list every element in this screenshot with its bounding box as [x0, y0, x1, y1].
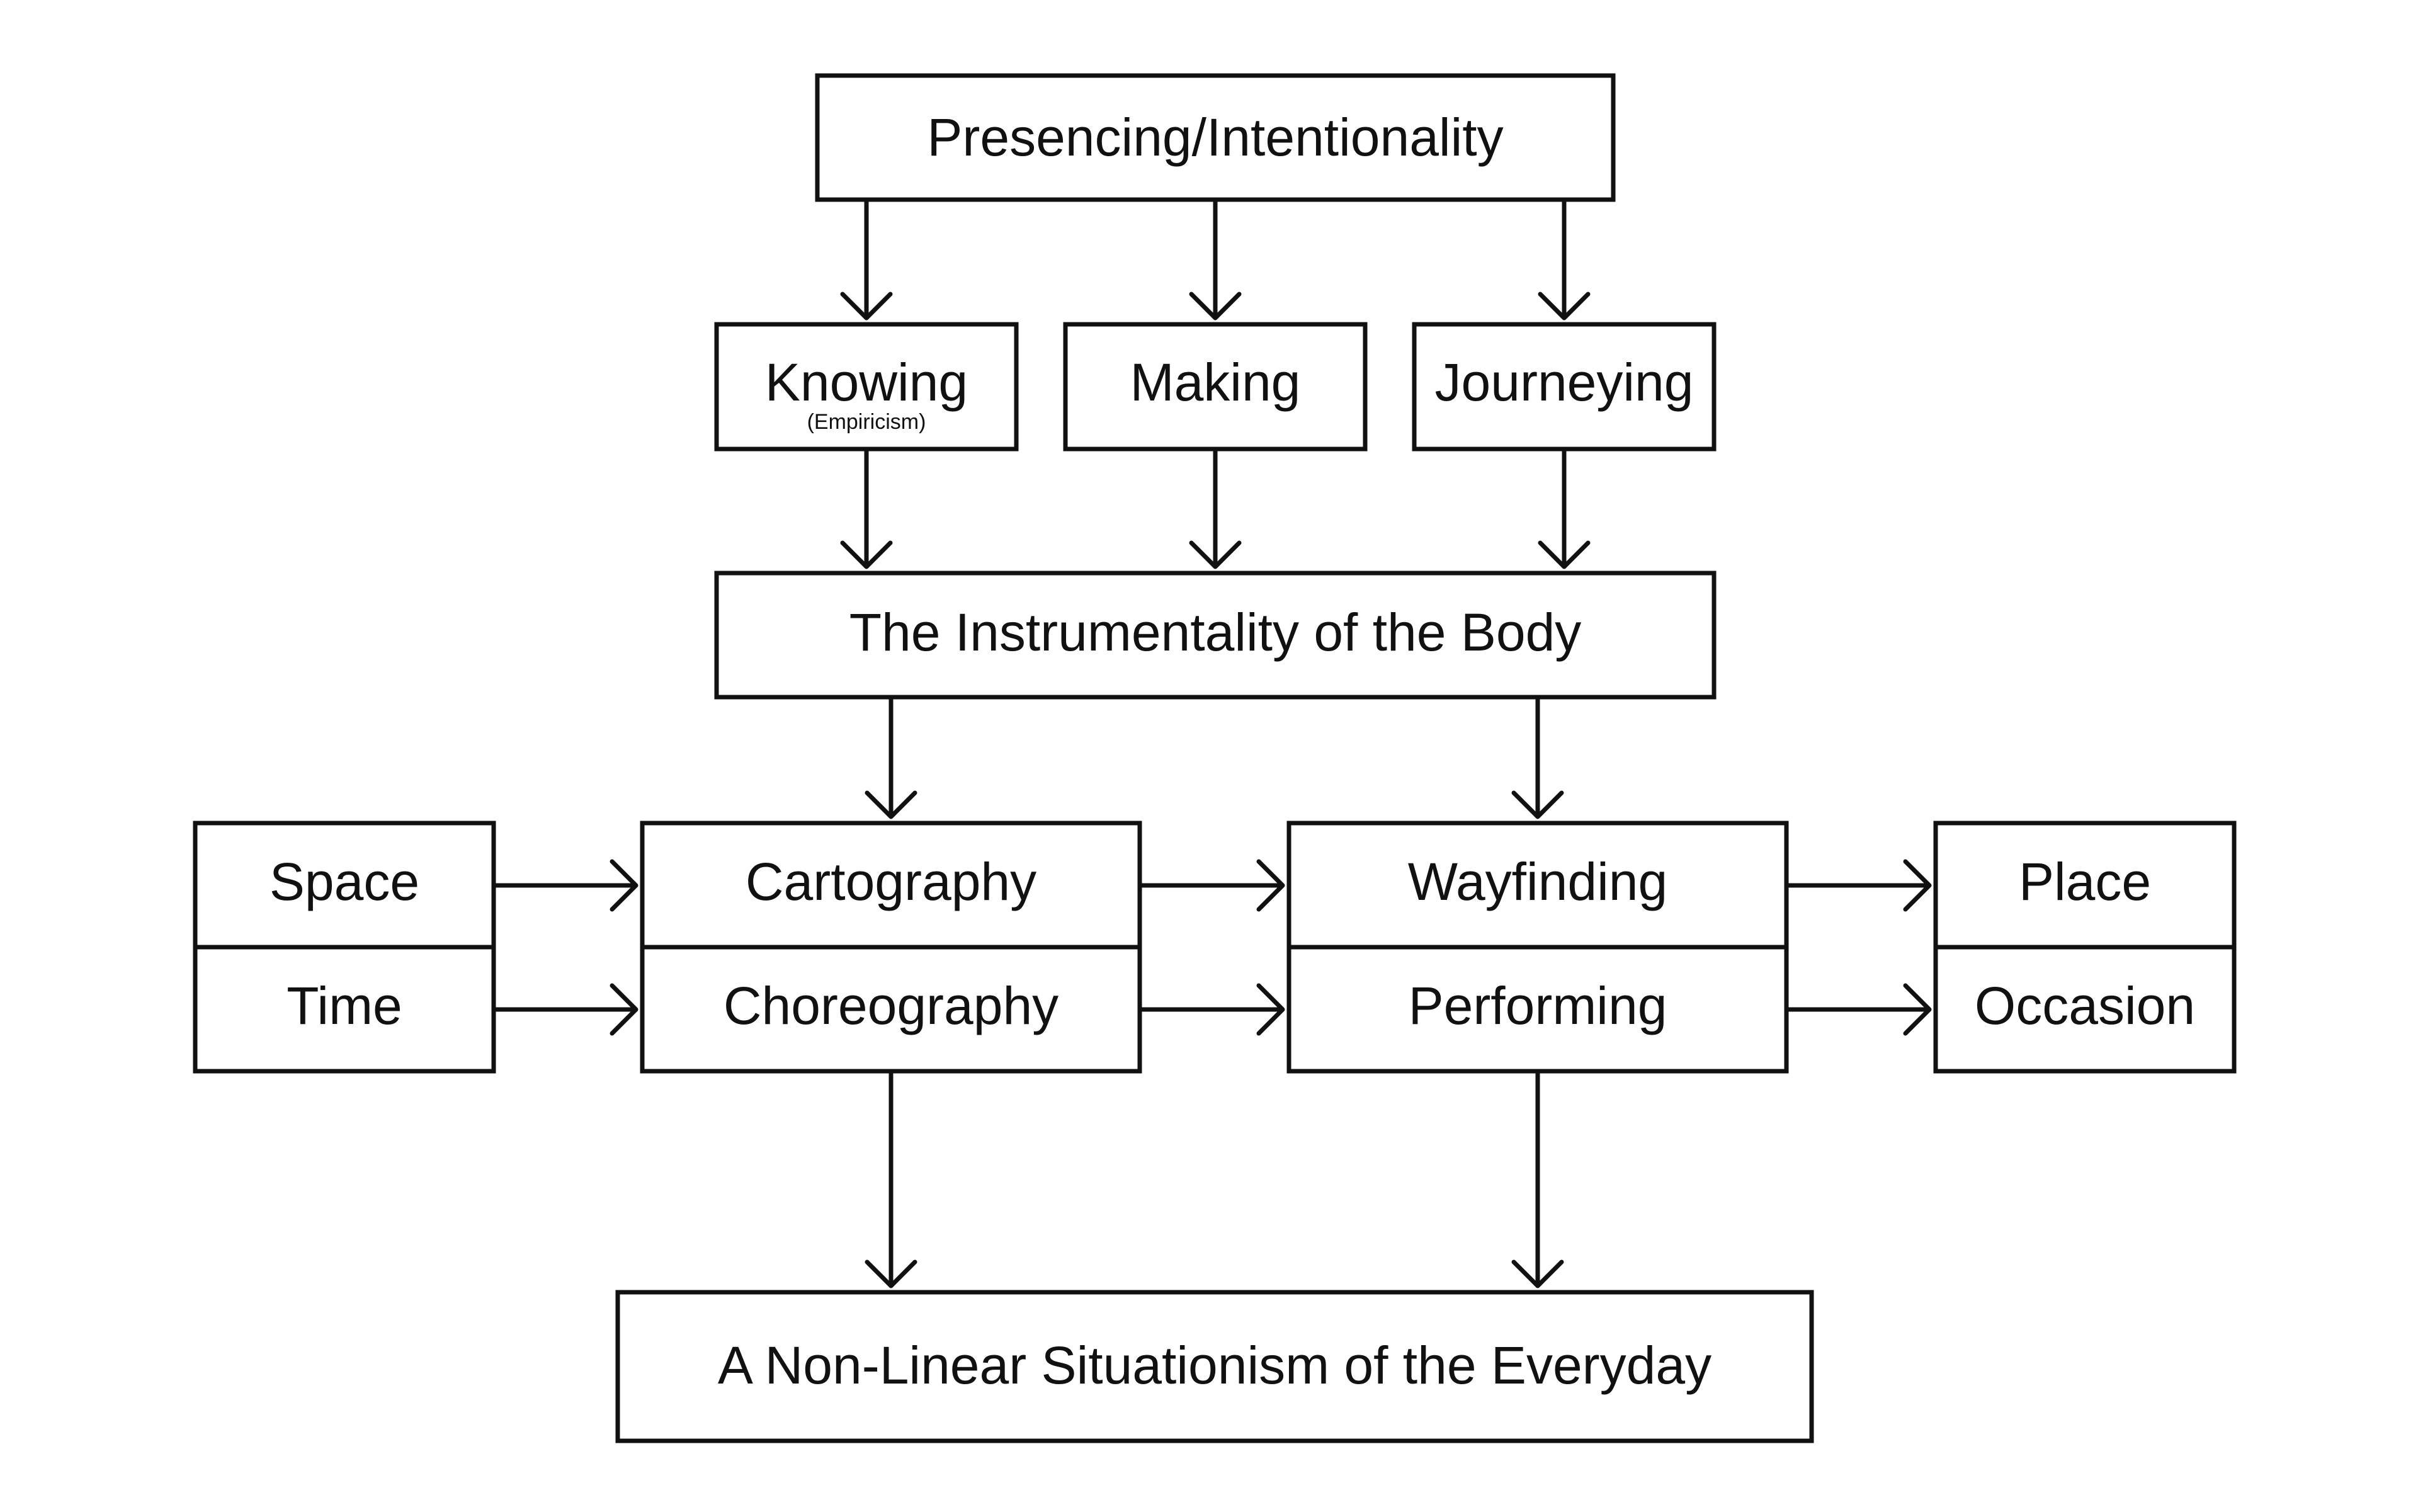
node-instrumentality: The Instrumentality of the Body	[714, 571, 1717, 700]
arrow-presencing-to-making	[1189, 200, 1242, 321]
node-cartography-label: Cartography	[746, 852, 1036, 911]
node-situationism-label: A Non-Linear Situationism of the Everyda…	[718, 1336, 1711, 1395]
node-cartography-choreography: Cartography Choreography	[640, 821, 1142, 1074]
node-performing-label: Performing	[1409, 976, 1667, 1035]
arrow-time-to-choreography	[494, 983, 639, 1036]
node-presencing-label: Presencing/Intentionality	[927, 108, 1503, 167]
node-making: Making	[1063, 322, 1368, 452]
arrow-choreography-to-performing	[1140, 983, 1285, 1036]
node-place-label: Place	[2019, 852, 2151, 911]
node-space-label: Space	[270, 852, 419, 911]
arrow-knowing-to-instrumentality	[840, 449, 893, 569]
node-making-label: Making	[1130, 353, 1301, 412]
connector-arrows	[494, 200, 1932, 1288]
node-wayfinding-performing: Wayfinding Performing	[1286, 821, 1789, 1074]
arrow-wayfinding-to-place	[1786, 859, 1932, 912]
arrow-cartography-to-wayfinding	[1140, 859, 1285, 912]
node-situationism: A Non-Linear Situationism of the Everyda…	[615, 1290, 1814, 1443]
node-knowing-sublabel: (Empiricism)	[807, 410, 926, 434]
arrow-journeying-to-instrumentality	[1538, 449, 1591, 569]
arrow-performing-to-occasion	[1786, 983, 1932, 1036]
node-knowing: Knowing (Empiricism)	[714, 322, 1019, 452]
arrow-instrumentality-to-wayfinding	[1511, 697, 1564, 819]
node-occasion-label: Occasion	[1975, 976, 2195, 1035]
node-choreography-label: Choreography	[724, 976, 1059, 1035]
node-wayfinding-label: Wayfinding	[1408, 852, 1667, 911]
arrow-making-to-instrumentality	[1189, 449, 1242, 569]
arrow-presencing-to-knowing	[840, 200, 893, 321]
arrow-presencing-to-journeying	[1538, 200, 1591, 321]
node-journeying-label: Journeying	[1435, 353, 1694, 412]
node-time-label: Time	[287, 976, 402, 1035]
node-place-occasion: Place Occasion	[1933, 821, 2237, 1074]
node-space-time: Space Time	[193, 821, 496, 1074]
arrow-instrumentality-to-cartography	[865, 697, 917, 819]
arrow-space-to-cartography	[494, 859, 639, 912]
arrow-choreography-to-situationism	[865, 1071, 917, 1288]
arrow-performing-to-situationism	[1511, 1071, 1564, 1288]
node-knowing-label: Knowing	[765, 353, 968, 412]
node-journeying: Journeying	[1412, 322, 1717, 452]
node-instrumentality-label: The Instrumentality of the Body	[849, 603, 1582, 662]
node-presencing: Presencing/Intentionality	[815, 73, 1616, 202]
